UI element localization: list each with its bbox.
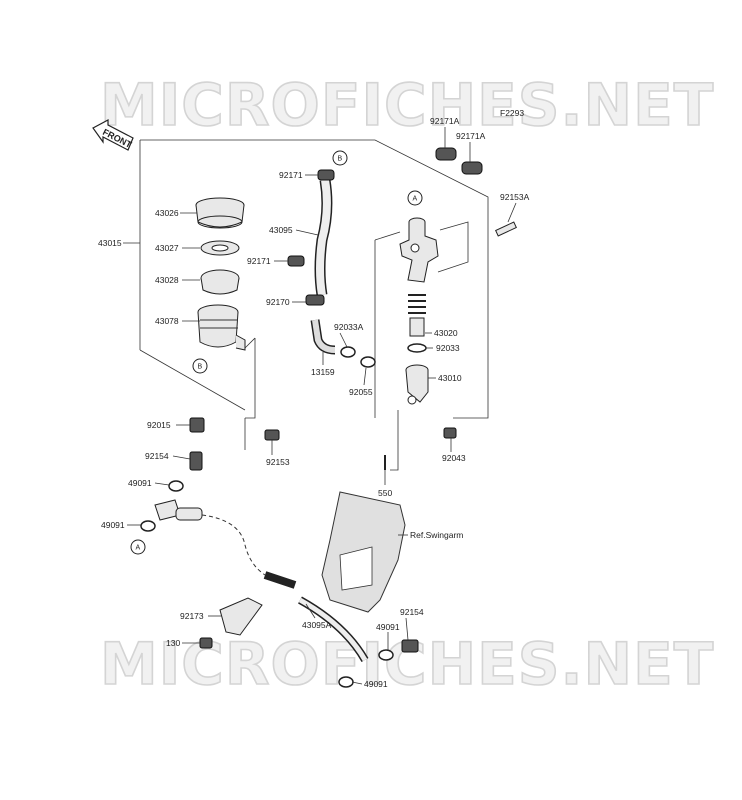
o-ring-92033 <box>407 343 427 353</box>
master-cylinder-body <box>399 217 439 283</box>
part-label: 92171A <box>430 116 460 126</box>
figure-code: F2293 <box>500 108 524 118</box>
callout-b-bottom: B <box>192 358 208 374</box>
diaphragm-plate <box>200 240 240 256</box>
part-label: 49091 <box>128 478 152 488</box>
part-label: 13159 <box>311 367 335 377</box>
part-label: 92171A <box>456 131 486 141</box>
bolt-92043 <box>443 427 457 439</box>
banjo-bolt-92154-lower <box>401 639 419 653</box>
part-label: 92170 <box>266 297 290 307</box>
o-ring-92033a <box>340 346 356 358</box>
part-label: 92171 <box>279 170 303 180</box>
diaphragm <box>200 269 240 295</box>
svg-text:B: B <box>338 156 343 163</box>
part-label: 92043 <box>442 453 466 463</box>
spring-piston <box>408 294 426 337</box>
hose-guard-92173 <box>219 597 263 636</box>
part-label: 92153A <box>500 192 530 202</box>
part-label: 92033A <box>334 322 364 332</box>
part-label: 43078 <box>155 316 179 326</box>
washer-49091-right <box>378 649 394 661</box>
part-label: 43026 <box>155 208 179 218</box>
part-label: 43015 <box>98 238 122 248</box>
part-label: 92055 <box>349 387 373 397</box>
part-labels: 43015 43026 43027 43028 43078 92171 4309… <box>98 116 530 689</box>
part-label: 92153 <box>266 457 290 467</box>
watermark-top: MICROFICHES.NET <box>100 71 714 139</box>
swingarm-reference <box>321 491 406 613</box>
hose-clip <box>305 294 325 306</box>
washer-49091-bottom <box>338 676 354 688</box>
brake-hose-path <box>201 514 297 589</box>
part-label: 43028 <box>155 275 179 285</box>
reservoir-cap <box>195 197 245 229</box>
part-label: 92173 <box>180 611 204 621</box>
clamp-92171a-right <box>461 161 483 175</box>
part-label: 92154 <box>400 607 424 617</box>
part-label: 92171 <box>247 256 271 266</box>
clamp-92171a-left <box>435 147 457 161</box>
banjo-bolt-92154-upper <box>189 451 203 471</box>
bolt-92015 <box>189 417 205 433</box>
banjo-fitting-left <box>154 499 203 521</box>
svg-text:A: A <box>136 545 141 552</box>
part-label: 43095 <box>269 225 293 235</box>
part-label: 43095A <box>302 620 332 630</box>
reservoir-body <box>197 304 246 351</box>
part-label: 550 <box>378 488 392 498</box>
callout-b-top: B <box>332 150 348 166</box>
hose-clamp-upper <box>317 169 335 181</box>
assembly-outline <box>139 139 489 471</box>
brake-hose-43095a <box>298 596 369 663</box>
o-ring-92055 <box>360 356 376 368</box>
part-label: 43027 <box>155 243 179 253</box>
part-label: 92015 <box>147 420 171 430</box>
part-label: 49091 <box>101 520 125 530</box>
part-label: 92154 <box>145 451 169 461</box>
svg-text:A: A <box>413 196 418 203</box>
hose-clamp-lower <box>287 255 305 267</box>
bolt-92153 <box>264 429 280 441</box>
bolt-130 <box>199 637 213 649</box>
cylinder-cup-43010 <box>405 364 429 405</box>
part-label: 49091 <box>376 622 400 632</box>
callout-a-top: A <box>407 190 423 206</box>
reservoir-hose <box>314 179 333 296</box>
part-label: 43010 <box>438 373 462 383</box>
washer-49091-lower <box>140 520 156 532</box>
elbow-fitting <box>310 319 336 355</box>
washer-49091-upper <box>168 480 184 492</box>
ref-swingarm-label: Ref.Swingarm <box>410 530 463 540</box>
part-label: 92033 <box>436 343 460 353</box>
push-rod-bolt <box>495 221 517 237</box>
leader-lines <box>123 127 517 685</box>
part-label: 43020 <box>434 328 458 338</box>
part-label: 49091 <box>364 679 388 689</box>
callout-a-bottom: A <box>130 539 146 555</box>
svg-text:B: B <box>198 364 203 371</box>
part-label: 130 <box>166 638 180 648</box>
